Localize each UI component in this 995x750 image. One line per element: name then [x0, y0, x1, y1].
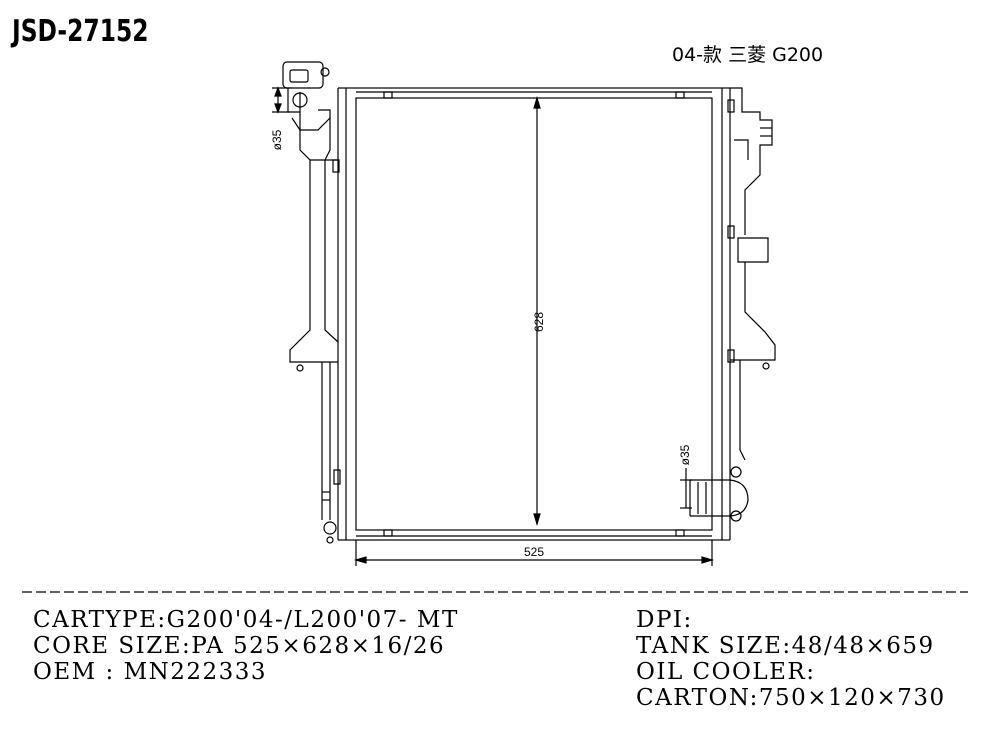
spec-oil-cooler: OIL COOLER:: [636, 659, 816, 685]
spec-oem: OEM : MN222333: [33, 659, 268, 685]
dim-height-label: 628: [532, 312, 546, 332]
radiator-core: [337, 87, 731, 541]
spec-carton: CARTON:750×120×730: [636, 685, 946, 711]
spec-dpi: DPI:: [636, 607, 693, 633]
radiator-drawing: 628 525 ø35 ø35: [22, 61, 968, 593]
spec-block-right: DPI: TANK SIZE:48/48×659 OIL COOLER: CAR…: [636, 607, 946, 711]
dim-inlet-label: ø35: [270, 129, 284, 150]
dim-width-line: [353, 540, 715, 566]
dim-width-label: 525: [524, 545, 544, 559]
part-number: JSD-27152: [12, 14, 149, 49]
dim-outlet-line: [680, 468, 692, 509]
spec-block-left: CARTYPE:G200'04-/L200'07- MT CORE SIZE:P…: [33, 607, 459, 685]
left-tank: [282, 61, 341, 544]
spec-core-size: CORE SIZE:PA 525×628×16/26: [33, 633, 446, 659]
right-tank: [727, 87, 776, 461]
dim-outlet-label: ø35: [678, 444, 692, 465]
dim-inlet-line: [272, 86, 290, 114]
dim-height-line: [533, 95, 541, 527]
outlet-pipe: [689, 466, 749, 522]
model-title: 04-款 三菱 G200: [672, 44, 824, 66]
spec-cartype: CARTYPE:G200'04-/L200'07- MT: [33, 607, 459, 633]
spec-tank-size: TANK SIZE:48/48×659: [636, 633, 935, 659]
